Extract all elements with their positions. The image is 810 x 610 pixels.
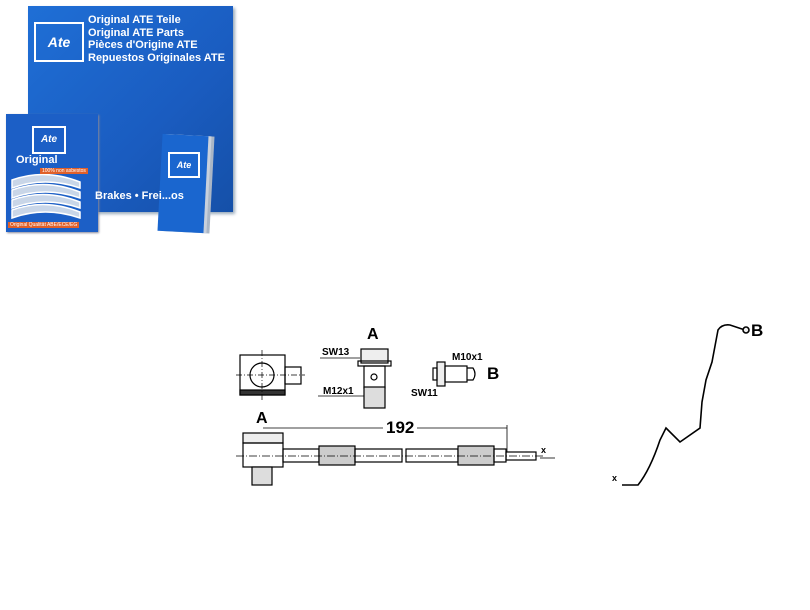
line-de: Original ATE Teile xyxy=(88,14,181,26)
product-box-text: Original ATE Teile Original ATE Parts Pi… xyxy=(88,14,225,64)
pad-box-title: Original xyxy=(16,154,58,166)
axis-x-main: x xyxy=(541,445,547,455)
dimension-192: 192 xyxy=(383,418,418,438)
pad-box-logo: Ate xyxy=(32,126,66,154)
label-a-hose: A xyxy=(256,410,268,427)
banjo-bolt-a xyxy=(318,348,392,409)
label-sw13: SW13 xyxy=(322,347,350,358)
label-m12x1: M12x1 xyxy=(323,386,354,397)
fitting-a-side-view xyxy=(236,350,305,400)
label-m10x1: M10x1 xyxy=(452,352,483,363)
routing-diagram xyxy=(622,324,750,486)
axis-x-route: x xyxy=(612,473,618,483)
label-a-bolt: A xyxy=(367,326,379,343)
label-b-route: B xyxy=(751,321,764,340)
brake-hose-main xyxy=(236,425,555,486)
label-b-fitting: B xyxy=(487,364,500,383)
fitting-b xyxy=(432,361,476,387)
brake-pads-illustration xyxy=(11,173,81,220)
leaflet-logo: Ate xyxy=(168,152,200,178)
label-sw11: SW11 xyxy=(411,388,438,399)
line-es: Repuestos Originales ATE xyxy=(88,51,225,64)
quality-badge: Original Qualität ABE/ECE/EG xyxy=(8,222,80,228)
ate-logo: Ate xyxy=(34,22,84,62)
line-fr: Pièces d'Origine ATE xyxy=(88,39,198,51)
brakes-band-text: Brakes • Frei...os xyxy=(95,190,184,202)
non-asbestos-badge: 100% non asbestos xyxy=(40,168,88,174)
line-en: Original ATE Parts xyxy=(88,26,184,39)
